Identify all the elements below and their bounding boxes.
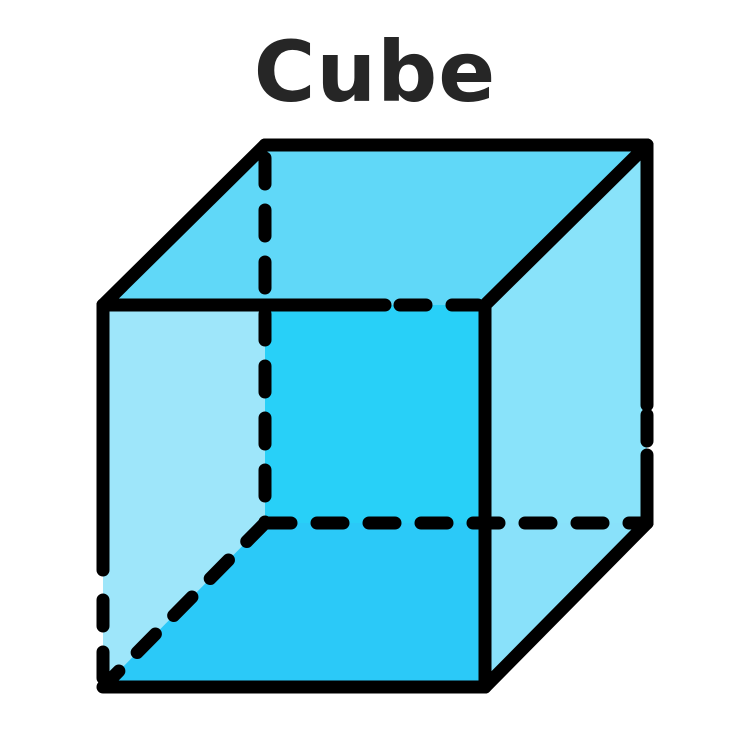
edge-top-right [478,138,654,312]
hidden-edges [96,151,654,687]
diagram-title: Cube [253,23,497,121]
hidden-edge-bottom-diagonal [103,516,272,687]
right-face [485,145,647,687]
edge-top-left [96,138,272,312]
top-face [103,145,647,305]
visible-edges [96,138,654,694]
edge-bottom-right [478,516,654,694]
